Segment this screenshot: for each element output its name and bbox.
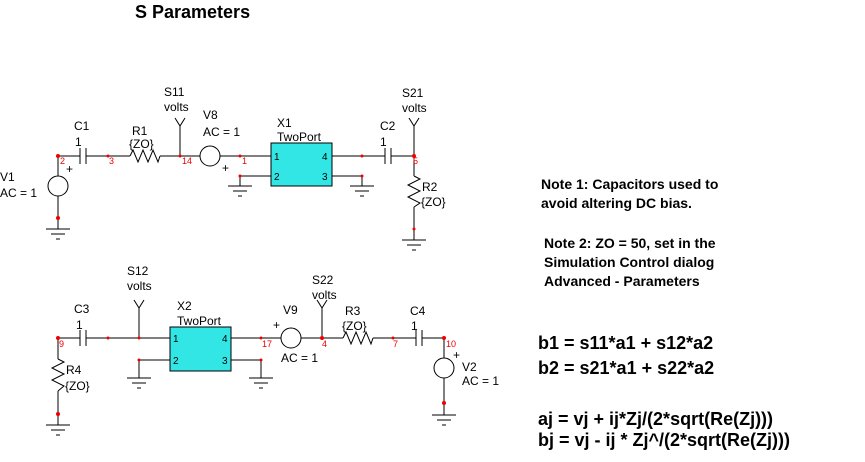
svg-text:4: 4: [322, 152, 328, 163]
svg-text:R1: R1: [132, 124, 148, 138]
node-label: 4: [322, 339, 327, 349]
ground-icon: [349, 185, 375, 197]
svg-text:X1: X1: [277, 116, 292, 130]
capacitor-c2[interactable]: C2 1: [380, 119, 396, 164]
svg-text:3: 3: [222, 356, 228, 367]
page-title: S Parameters: [135, 2, 250, 22]
equation-aj: aj = vj + ij*Zj/(2*sqrt(Re(Zj))): [538, 409, 773, 429]
ground-icon: [45, 228, 71, 240]
svg-text:TwoPort: TwoPort: [277, 130, 322, 144]
node-label: 9: [59, 339, 64, 349]
svg-text:V9: V9: [283, 303, 298, 317]
svg-text:C1: C1: [74, 119, 90, 133]
note-1-line-2: avoid altering DC bias.: [541, 195, 692, 211]
svg-text:R3: R3: [345, 304, 361, 318]
capacitor-c3[interactable]: C3 1: [74, 302, 90, 346]
top-circuit: V1 AC = 1 + C1 1 R1 {ZO} S11 volts V8 AC…: [0, 85, 446, 251]
svg-text:V2: V2: [462, 360, 477, 374]
svg-text:+: +: [222, 161, 229, 175]
note-2-line-3: Advanced - Parameters: [544, 273, 700, 289]
ground-icon: [248, 377, 274, 389]
svg-text:AC = 1: AC = 1: [0, 186, 37, 200]
node-label: 3: [109, 156, 114, 166]
resistor-r3[interactable]: R3 {ZO}: [342, 304, 374, 346]
svg-text:volts: volts: [312, 288, 337, 302]
bottom-circuit: C3 1 R4 {ZO} S12 volts X2 TwoPort 1: [45, 264, 499, 436]
svg-text:AC = 1: AC = 1: [203, 125, 240, 139]
svg-text:1: 1: [173, 334, 179, 345]
note-2-line-2: Simulation Control dialog: [544, 254, 714, 270]
svg-text:S11: S11: [164, 85, 185, 99]
node-label: 17: [262, 339, 272, 349]
voltage-source-v8[interactable]: V8 AC = 1 +: [199, 108, 240, 175]
probe-s12[interactable]: S12 volts: [127, 264, 152, 339]
notes: Note 1: Capacitors used to avoid alterin…: [541, 176, 718, 289]
resistor-r1[interactable]: R1 {ZO}: [129, 124, 161, 164]
svg-text:X2: X2: [177, 299, 192, 313]
resistor-r4[interactable]: R4 {ZO}: [45, 338, 90, 436]
svg-text:{ZO}: {ZO}: [342, 319, 367, 333]
svg-text:+: +: [453, 348, 460, 362]
svg-text:C4: C4: [410, 304, 426, 318]
node-label: 5: [413, 156, 418, 166]
svg-text:S12: S12: [127, 264, 149, 278]
svg-text:AC = 1: AC = 1: [281, 351, 318, 365]
probe-s22[interactable]: S22 volts: [312, 273, 337, 339]
svg-text:C3: C3: [74, 302, 90, 316]
probe-s11[interactable]: S11 volts: [164, 85, 189, 157]
twoport-x2[interactable]: X2 TwoPort 1 2 3 4: [126, 299, 274, 389]
equation-b2: b2 = s21*a1 + s22*a2: [538, 358, 714, 378]
voltage-source-v9[interactable]: + V9 AC = 1: [273, 303, 318, 365]
note-1-line-1: Note 1: Capacitors used to: [541, 176, 718, 192]
svg-text:S22: S22: [312, 273, 334, 287]
node-label: 1: [242, 156, 247, 166]
svg-text:3: 3: [322, 172, 328, 183]
svg-text:1: 1: [380, 135, 387, 149]
svg-text:{ZO}: {ZO}: [129, 137, 154, 151]
svg-text:+: +: [66, 162, 73, 176]
probe-s21[interactable]: S21 volts: [402, 86, 427, 157]
ground-icon: [227, 185, 253, 197]
svg-text:S21: S21: [402, 86, 424, 100]
svg-text:1: 1: [76, 318, 83, 332]
svg-text:2: 2: [173, 356, 179, 367]
ground-icon: [401, 239, 427, 251]
ground-icon: [126, 377, 152, 389]
svg-text:R4: R4: [66, 363, 82, 377]
svg-text:V8: V8: [203, 108, 218, 122]
equation-bj: bj = vj - ij * Zj^/(2*sqrt(Re(Zj))): [538, 430, 790, 450]
svg-text:1: 1: [411, 319, 418, 333]
node-label: 2: [60, 156, 65, 166]
svg-text:4: 4: [222, 334, 228, 345]
node-label: 10: [446, 339, 456, 349]
svg-text:volts: volts: [127, 279, 152, 293]
node-label: 14: [182, 156, 192, 166]
ground-icon: [45, 424, 71, 436]
svg-text:1: 1: [75, 135, 82, 149]
capacitor-c4[interactable]: C4 1: [410, 304, 426, 346]
svg-text:C2: C2: [380, 119, 396, 133]
svg-text:1: 1: [274, 152, 280, 163]
ground-icon: [431, 414, 457, 426]
svg-text:V1: V1: [0, 170, 15, 184]
voltage-source-v2[interactable]: + V2 AC = 1: [431, 338, 499, 426]
svg-text:AC = 1: AC = 1: [462, 374, 499, 388]
svg-text:+: +: [273, 318, 280, 332]
svg-text:R2: R2: [422, 180, 438, 194]
svg-text:{ZO}: {ZO}: [421, 195, 446, 209]
twoport-x1[interactable]: X1 TwoPort 1 2 3 4: [227, 116, 375, 197]
equations: b1 = s11*a1 + s12*a2 b2 = s21*a1 + s22*a…: [538, 333, 790, 450]
svg-text:{ZO}: {ZO}: [65, 379, 90, 393]
svg-text:volts: volts: [402, 101, 427, 115]
equation-b1: b1 = s11*a1 + s12*a2: [538, 333, 713, 353]
svg-text:volts: volts: [164, 100, 189, 114]
node-label: 7: [393, 339, 398, 349]
voltage-source-v1[interactable]: V1 AC = 1 +: [0, 156, 73, 240]
capacitor-c1[interactable]: C1 1: [74, 119, 90, 164]
svg-text:TwoPort: TwoPort: [177, 314, 222, 328]
resistor-r2[interactable]: R2 {ZO}: [401, 156, 446, 251]
svg-text:2: 2: [274, 172, 280, 183]
note-2-line-1: Note 2: ZO = 50, set in the: [544, 235, 716, 251]
